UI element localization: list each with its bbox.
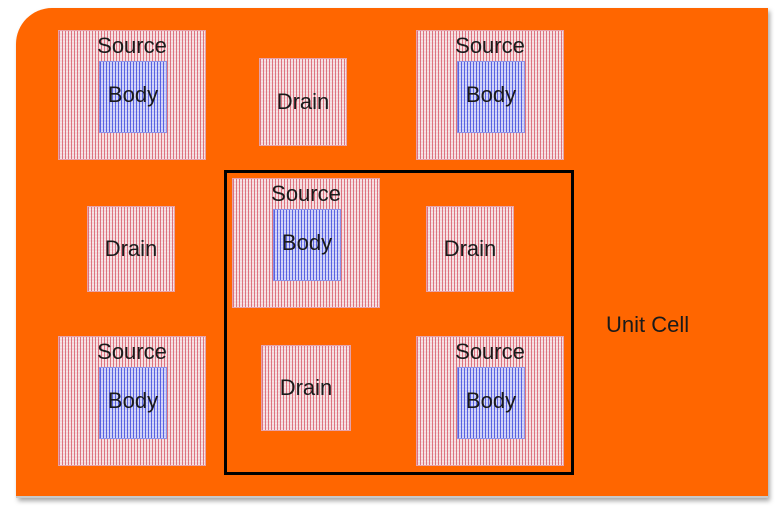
source-label: Source: [97, 339, 167, 364]
drain-cell-middle-right: Drain: [426, 206, 514, 292]
drain-cell-middle-left: Drain: [87, 206, 175, 292]
body-label: Body: [107, 82, 159, 107]
unit-cell-outline: [224, 170, 574, 475]
drain-label: Drain: [443, 236, 497, 261]
source-label: Source: [97, 33, 167, 58]
body-label: Body: [281, 230, 333, 255]
drain-label: Drain: [104, 236, 158, 261]
body-block: Body: [99, 61, 167, 133]
drain-cell-bottom-center: Drain: [261, 345, 351, 431]
body-block: Body: [457, 61, 525, 133]
body-block: Body: [99, 367, 167, 439]
body-label: Body: [107, 388, 159, 413]
unit-cell-label: Unit Cell: [606, 312, 690, 337]
source-label: Source: [455, 33, 525, 58]
body-label: Body: [465, 388, 517, 413]
body-block: Body: [273, 209, 341, 281]
source-cell-bottom-left: Source Body: [58, 336, 206, 466]
source-cell-top-right: Source Body: [416, 30, 564, 160]
drain-label: Drain: [276, 89, 330, 114]
body-label: Body: [465, 82, 517, 107]
source-cell-bottom-right: Source Body: [416, 336, 564, 466]
drain-cell-top-center: Drain: [259, 58, 347, 146]
source-cell-top-left: Source Body: [58, 30, 206, 160]
source-label: Source: [271, 181, 341, 206]
source-label: Source: [455, 339, 525, 364]
source-cell-center: Source Body: [232, 178, 380, 308]
drain-label: Drain: [279, 375, 333, 400]
body-block: Body: [457, 367, 525, 439]
